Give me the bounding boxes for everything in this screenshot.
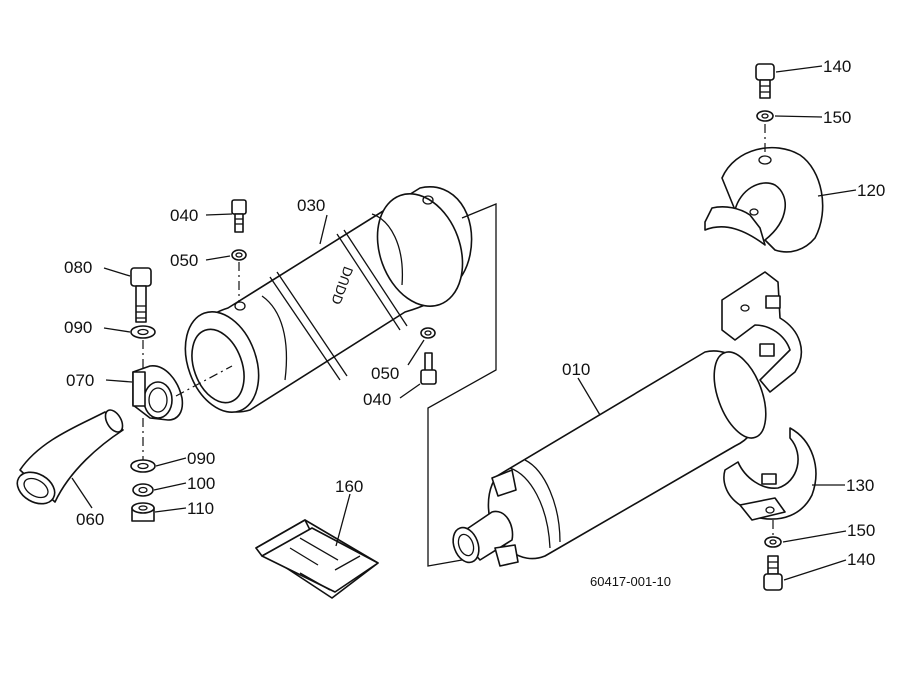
part-040-bolt-upper [231,199,247,233]
callout-150-upper: 150 [823,108,851,127]
assembly-bracket-030 [427,203,497,567]
part-030-cylinder-cover: ᗡᗡᑌᗡ [184,186,473,414]
callout-130: 130 [846,476,874,495]
callout-030: 030 [297,196,325,215]
part-050-washer-upper [231,249,247,302]
callout-050-upper: 050 [170,251,198,270]
part-010-muffler [452,350,767,567]
callout-090-lower: 090 [187,449,215,468]
callout-150-lower: 150 [847,521,875,540]
part-130-lower-clamp [723,427,817,536]
callout-040-upper: 040 [170,206,198,225]
callout-110: 110 [187,499,214,518]
callout-050-lower: 050 [371,364,399,383]
part-070-clamp [132,365,233,460]
part-080-bolt [130,267,152,323]
callout-100: 100 [187,474,215,493]
callout-040-lower: 040 [363,390,391,409]
part-120-upper-clamp [704,124,824,253]
callout-labels: 140 150 120 040 030 050 080 090 070 050 … [64,57,885,589]
muffler-bracket [721,271,803,393]
callout-140-lower: 140 [847,550,875,569]
callout-080: 080 [64,258,92,277]
callout-060: 060 [76,510,104,529]
part-100-lock-washer [132,483,154,497]
part-040-bolt-lower [420,352,437,385]
part-140-bolt-upper [755,63,775,99]
part-150-washer-upper [756,110,774,122]
part-140-bolt-lower [763,555,783,591]
part-050-washer-lower [420,327,436,339]
part-150-washer-lower [764,536,782,548]
callout-120: 120 [857,181,885,200]
part-060-elbow-pipe [16,409,124,505]
callout-160: 160 [335,477,363,496]
part-110-nut [131,502,155,522]
callout-010: 010 [562,360,590,379]
part-160-manual-booklet [255,519,379,599]
leader-lines [71,65,857,581]
callout-140-upper: 140 [823,57,851,76]
drawing-code: 60417-001-10 [590,574,671,589]
part-090-washer-upper [130,325,156,368]
callout-070: 070 [66,371,94,390]
callout-090-upper: 090 [64,318,92,337]
part-090-washer-lower [130,459,156,473]
